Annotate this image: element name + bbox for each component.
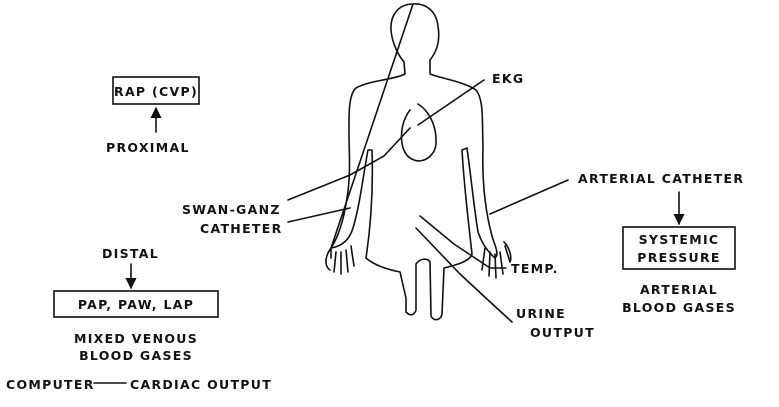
pap-label: PAP, PAW, LAP <box>78 297 194 312</box>
proximal-label: PROXIMAL <box>106 140 190 155</box>
swan-ganz-label-2: CATHETER <box>200 221 283 236</box>
ekg-leader <box>418 80 484 125</box>
body-silhouette <box>331 4 497 320</box>
arterial-blood-label-1: ARTERIAL <box>640 282 718 297</box>
urine-label-1: URINE <box>516 306 566 321</box>
ekg-label: EKG <box>492 71 524 86</box>
cardiac-output-label: CARDIAC OUTPUT <box>130 377 272 392</box>
urine-label-2: OUTPUT <box>530 325 595 340</box>
systemic-label-1: SYSTEMIC <box>639 232 720 247</box>
systemic-label-2: PRESSURE <box>637 250 720 265</box>
rap-label: RAP (CVP) <box>114 84 198 99</box>
left-hand <box>326 246 354 274</box>
swan-ganz-label-1: SWAN-GANZ <box>182 202 281 217</box>
distal-label: DISTAL <box>102 246 159 261</box>
arterial-catheter-leader <box>490 180 568 214</box>
mixed-venous-label-2: BLOOD GASES <box>79 348 193 363</box>
arterial-blood-label-2: BLOOD GASES <box>622 300 736 315</box>
temp-label: TEMP. <box>511 261 559 276</box>
arterial-catheter-label: ARTERIAL CATHETER <box>578 171 744 186</box>
computer-label: COMPUTER <box>6 377 95 392</box>
mixed-venous-label-1: MIXED VENOUS <box>74 331 198 346</box>
